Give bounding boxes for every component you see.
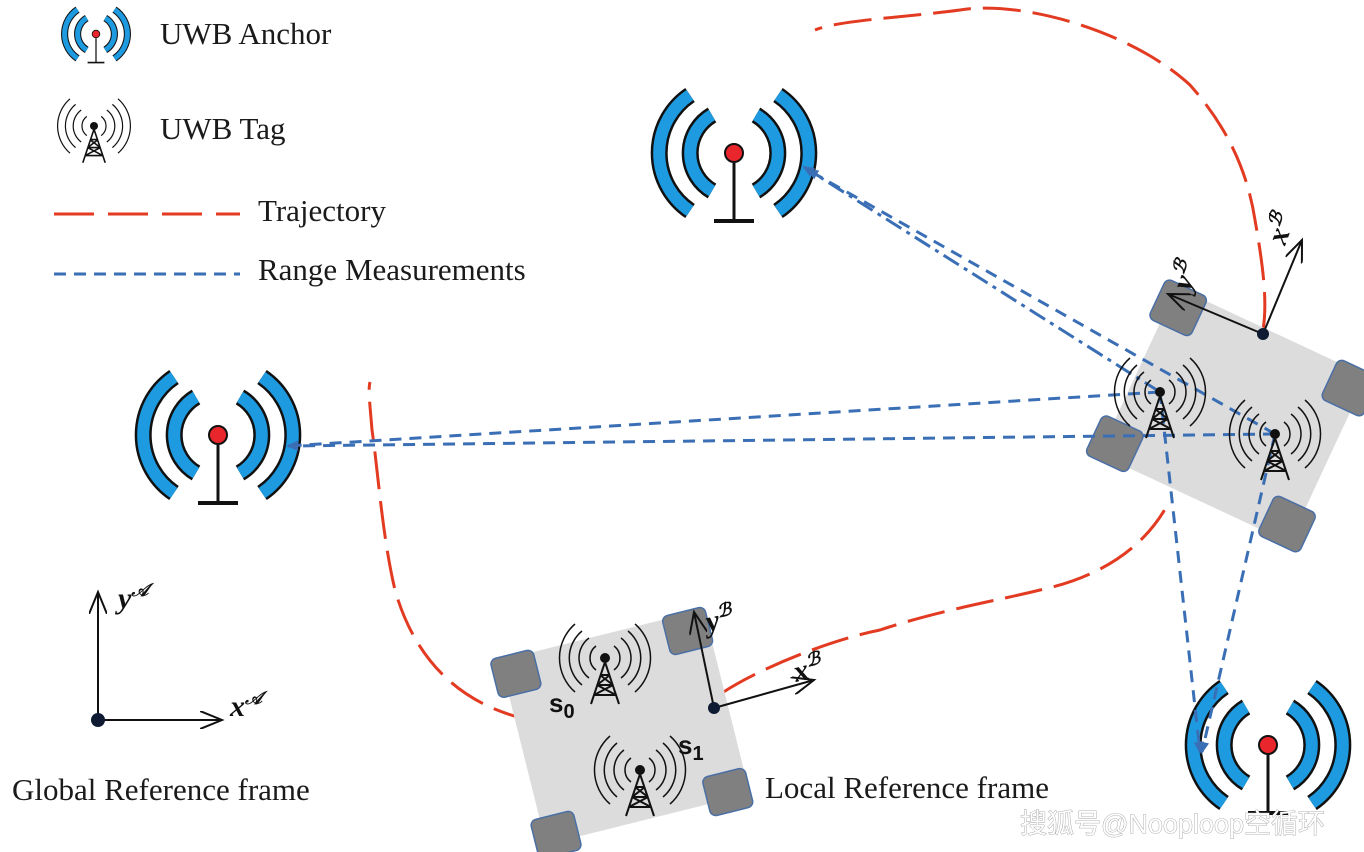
robot-start-body [500,609,750,845]
trajectory-path [367,6,1267,722]
robot-start-wheel [490,649,542,699]
range-line [286,432,1276,451]
global-origin [91,713,105,727]
range-line [1199,433,1277,754]
legend-anchor-label: UWB Anchor [160,16,332,51]
uwb-anchor-bottom-right [1193,687,1343,813]
global-frame-label: Global Reference frame [12,772,310,807]
range-line [286,390,1161,451]
robot-end [1085,279,1364,553]
range-line [806,168,1276,436]
sensor-s0-label: s0 [549,688,575,723]
range-measurements [286,165,1277,754]
robot-end-wheel [1258,495,1316,553]
legend-anchor-icon [65,10,128,63]
legend-tag-icon [56,98,132,164]
robot-end-wheel [1321,359,1364,417]
global-y-label: y𝒜 [115,580,154,615]
robot-end-wheel [1085,415,1144,473]
legend-range-label: Range Measurements [258,252,526,287]
global-reference-frame: y𝒜 x𝒜 [91,580,268,727]
legend-trajectory-label: Trajectory [258,193,386,228]
body-x-label-start: xℬ [788,647,828,689]
legend-tag-label: UWB Tag [160,111,286,146]
body-origin-end [1257,328,1269,340]
uwb-anchor-left [143,377,293,503]
global-x-label: x𝒜 [229,688,268,723]
robot-start-wheel [530,810,582,852]
body-x-axis-end [1262,240,1302,335]
body-y-axis-start [694,612,715,709]
range-line [802,165,1161,394]
sensor-s1-label: s1 [678,730,704,765]
uwb-anchor-top [659,95,809,221]
body-x-axis-start [713,680,814,709]
robot-start-wheel [702,767,754,817]
legend: UWB Anchor UWB Tag Trajectory Range Meas… [54,10,526,287]
robot-end-body [1098,287,1364,543]
watermark: 搜狐号@Nooploop空循环 [1020,809,1325,839]
range-line [1158,391,1204,754]
body-y-axis-end [1168,294,1264,335]
body-x-label-end: xℬ [1258,207,1302,249]
body-origin-start [708,702,720,714]
local-frame-label: Local Reference frame [765,770,1049,805]
robot-start [490,606,754,852]
